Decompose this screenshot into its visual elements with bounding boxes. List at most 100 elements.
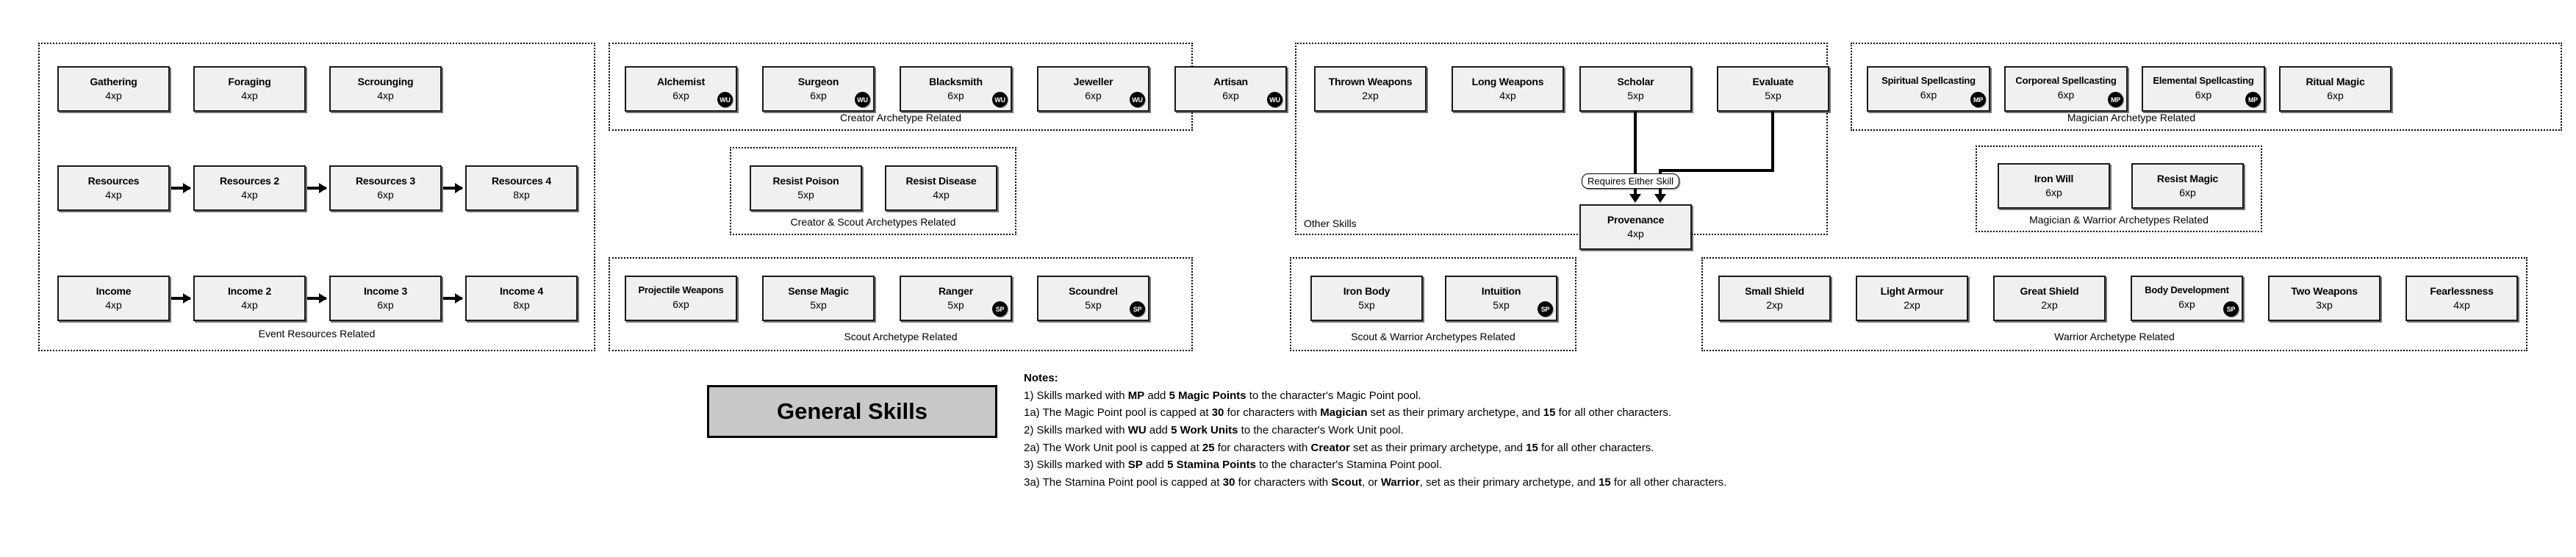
skill-name: Corporeal Spellcasting (2015, 75, 2117, 87)
skill-xp: 4xp (1627, 227, 1644, 240)
skill-node-surgeon[interactable]: Surgeon 6xp WU (762, 66, 875, 112)
skill-xp: 3xp (2316, 298, 2333, 311)
skill-node-long-weapons[interactable]: Long Weapons 4xp (1452, 66, 1564, 112)
skill-xp: 6xp (2327, 89, 2344, 101)
skill-name: Fearlessness (2430, 284, 2494, 297)
skill-name: Iron Body (1343, 284, 1391, 297)
skill-name: Scrounging (357, 75, 414, 87)
skill-name: Scoundrel (1069, 284, 1118, 297)
connector-resources-to-resources2 (171, 187, 190, 190)
skill-xp: 6xp (2057, 89, 2075, 101)
notes-line: 3) Skills marked with SP add 5 Stamina P… (1024, 459, 1442, 472)
skill-node-scrounging[interactable]: Scrounging 4xp (329, 66, 442, 112)
skill-xp: 6xp (2195, 89, 2212, 101)
skill-name: Blacksmith (929, 75, 983, 87)
skill-xp: 5xp (797, 188, 814, 201)
connector-income3-to-income4 (443, 297, 462, 300)
skill-node-elemental-spellcasting[interactable]: Elemental Spellcasting 6xp MP (2142, 66, 2265, 112)
skill-node-blacksmith[interactable]: Blacksmith 6xp WU (900, 66, 1012, 112)
skill-name: Small Shield (1745, 284, 1804, 297)
skill-node-gathering[interactable]: Gathering 4xp (57, 66, 170, 112)
connector-evaluate-down (1771, 112, 1774, 170)
skill-node-body-development[interactable]: Body Development 6xp SP (2131, 276, 2243, 321)
skill-name: Foraging (228, 75, 271, 87)
skill-node-iron-body[interactable]: Iron Body 5xp (1310, 276, 1423, 321)
mp-badge-icon: MP (2108, 92, 2123, 107)
skill-node-resources-3[interactable]: Resources 3 6xp (329, 165, 442, 211)
connector-income-to-income2 (171, 297, 190, 300)
skill-xp: 5xp (1627, 89, 1644, 101)
skill-xp: 5xp (1085, 298, 1102, 311)
skill-node-intuition[interactable]: Intuition 5xp SP (1445, 276, 1557, 321)
skill-name: Ranger (938, 284, 974, 297)
wu-badge-icon: WU (855, 92, 870, 107)
skill-node-evaluate[interactable]: Evaluate 5xp (1717, 66, 1829, 112)
skill-node-income-4[interactable]: Income 4 8xp (465, 276, 578, 321)
skill-node-resist-poison[interactable]: Resist Poison 5xp (750, 165, 862, 211)
skill-node-great-shield[interactable]: Great Shield 2xp (1993, 276, 2106, 321)
connector-resources2-to-resources3 (307, 187, 326, 190)
mp-badge-icon: MP (1970, 92, 1986, 107)
wu-badge-icon: WU (1267, 92, 1282, 107)
skill-node-income-2[interactable]: Income 2 4xp (193, 276, 306, 321)
skill-node-jeweller[interactable]: Jeweller 6xp WU (1037, 66, 1149, 112)
skill-node-corporeal-spellcasting[interactable]: Corporeal Spellcasting 6xp MP (2004, 66, 2128, 112)
notes-line: 1a) The Magic Point pool is capped at 30… (1024, 406, 1672, 420)
skill-node-resist-magic[interactable]: Resist Magic 6xp (2131, 163, 2244, 209)
skill-xp: 2xp (1766, 298, 1783, 311)
skill-node-light-armour[interactable]: Light Armour 2xp (1856, 276, 1968, 321)
skill-xp: 8xp (513, 188, 530, 201)
group-label-creator-scout-archetypes: Creator & Scout Archetypes Related (790, 216, 956, 228)
skill-xp: 6xp (2178, 298, 2195, 311)
skill-name: Elemental Spellcasting (2153, 75, 2254, 87)
notes-heading: Notes: (1024, 372, 1058, 384)
skill-node-foraging[interactable]: Foraging 4xp (193, 66, 306, 112)
connector-label-requires-either-skill: Requires Either Skill (1582, 173, 1680, 189)
skill-node-income-3[interactable]: Income 3 6xp (329, 276, 442, 321)
connector-evaluate-across (1659, 169, 1774, 172)
skill-xp: 6xp (810, 89, 827, 101)
skill-node-projectile-weapons[interactable]: Projectile Weapons 6xp (625, 276, 737, 321)
skill-node-thrown-weapons[interactable]: Thrown Weapons 2xp (1314, 66, 1427, 112)
skill-node-alchemist[interactable]: Alchemist 6xp WU (625, 66, 737, 112)
skill-name: Resist Disease (905, 174, 977, 187)
skill-name: Ritual Magic (2306, 75, 2365, 87)
skill-xp: 4xp (241, 188, 258, 201)
skill-xp: 6xp (377, 298, 394, 311)
skill-name: Income 3 (363, 284, 408, 297)
skill-node-small-shield[interactable]: Small Shield 2xp (1718, 276, 1831, 321)
skill-node-artisan[interactable]: Artisan 6xp WU (1174, 66, 1287, 112)
group-label-warrior-archetype: Warrior Archetype Related (2054, 331, 2175, 342)
skill-node-iron-will[interactable]: Iron Will 6xp (1998, 163, 2110, 209)
skill-node-scholar[interactable]: Scholar 5xp (1579, 66, 1692, 112)
skill-node-two-weapons[interactable]: Two Weapons 3xp (2268, 276, 2381, 321)
notes-line: 1) Skills marked with MP add 5 Magic Poi… (1024, 389, 1421, 402)
skill-node-ranger[interactable]: Ranger 5xp SP (900, 276, 1012, 321)
skill-node-scoundrel[interactable]: Scoundrel 5xp SP (1037, 276, 1149, 321)
skill-node-income[interactable]: Income 4xp (57, 276, 170, 321)
skill-xp: 5xp (1493, 298, 1510, 311)
sp-badge-icon: SP (1538, 301, 1553, 317)
skill-node-spiritual-spellcasting[interactable]: Spiritual Spellcasting 6xp MP (1867, 66, 1990, 112)
skill-node-sense-magic[interactable]: Sense Magic 5xp (762, 276, 875, 321)
notes-line: 3a) The Stamina Point pool is capped at … (1024, 476, 1727, 489)
skill-xp: 4xp (377, 89, 394, 101)
skill-xp: 5xp (810, 298, 827, 311)
skill-node-ritual-magic[interactable]: Ritual Magic 6xp (2279, 66, 2392, 112)
skill-xp: 2xp (1904, 298, 1920, 311)
skill-node-resources[interactable]: Resources 4xp (57, 165, 170, 211)
skill-xp: 4xp (105, 188, 122, 201)
skill-name: Spiritual Spellcasting (1881, 75, 1976, 87)
group-magician-warrior-archetypes: Magician & Warrior Archetypes Related (1976, 145, 2262, 232)
skill-node-resist-disease[interactable]: Resist Disease 4xp (885, 165, 997, 211)
skill-node-resources-2[interactable]: Resources 2 4xp (193, 165, 306, 211)
skill-name: Resources 3 (355, 174, 416, 187)
skill-node-fearlessness[interactable]: Fearlessness 4xp (2405, 276, 2518, 321)
group-label-scout-warrior-archetypes: Scout & Warrior Archetypes Related (1351, 331, 1515, 342)
skill-name: Artisan (1213, 75, 1248, 87)
skill-node-provenance[interactable]: Provenance 4xp (1579, 204, 1692, 250)
skill-node-resources-4[interactable]: Resources 4 8xp (465, 165, 578, 211)
skill-xp: 6xp (672, 89, 689, 101)
group-other-skills: Other Skills (1295, 43, 1828, 235)
skill-name: Sense Magic (788, 284, 849, 297)
